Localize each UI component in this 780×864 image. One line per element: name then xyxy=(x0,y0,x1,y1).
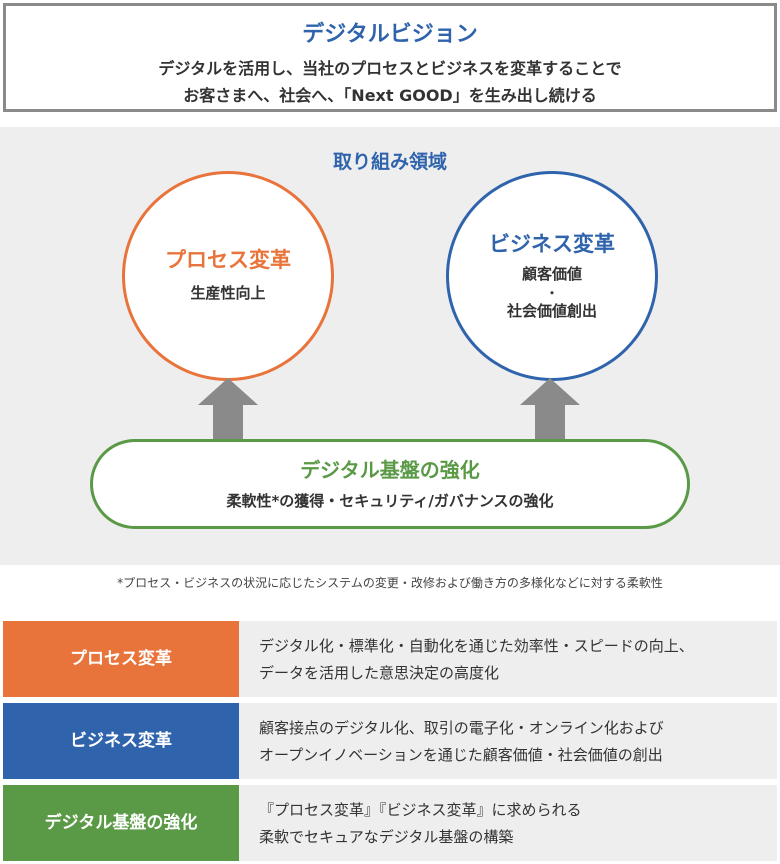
row-description-line-1: 『プロセス変革』『ビジネス変革』に求められる xyxy=(259,801,582,819)
vision-title: デジタルビジョン xyxy=(302,22,478,47)
business-circle-dot: ・ xyxy=(545,286,558,300)
footnote: *プロセス・ビジネスの状況に応じたシステムの変更・改修および働き方の多様化などに… xyxy=(117,576,663,590)
row-label: ビジネス変革 xyxy=(3,703,239,779)
up-arrow-icon xyxy=(198,378,258,443)
table-row: デジタル基盤の強化 『プロセス変革』『ビジネス変革』に求められる 柔軟でセキュア… xyxy=(3,785,777,861)
row-description: デジタル化・標準化・自動化を通じた効率性・スピードの向上、 データを活用した意思… xyxy=(239,621,777,697)
process-transformation-circle: プロセス変革 生産性向上 xyxy=(122,171,334,381)
up-arrow-icon xyxy=(520,378,580,443)
row-description-line-2: 柔軟でセキュアなデジタル基盤の構築 xyxy=(259,828,514,846)
row-label: デジタル基盤の強化 xyxy=(3,785,239,861)
business-circle-title: ビジネス変革 xyxy=(489,232,615,256)
row-description-line-2: オープンイノベーションを通じた顧客価値・社会価値の創出 xyxy=(259,746,663,764)
row-description-line-1: 顧客接点のデジタル化、取引の電子化・オンライン化および xyxy=(259,719,664,737)
process-circle-subtitle: 生産性向上 xyxy=(190,284,266,302)
business-circle-subtitle-1: 顧客価値 xyxy=(521,265,582,283)
vision-statement-line-1: デジタルを活用し、当社のプロセスとビジネスを変革することで xyxy=(158,59,622,78)
focus-areas-panel: 取り組み領域 プロセス変革 生産性向上 ビジネス変革 顧客価値 ・ 社会価値創出… xyxy=(0,127,780,565)
business-circle-subtitle-2: 社会価値創出 xyxy=(506,302,597,320)
digital-foundation-box: デジタル基盤の強化 柔軟性*の獲得・セキュリティ/ガバナンスの強化 xyxy=(90,439,690,529)
row-description: 顧客接点のデジタル化、取引の電子化・オンライン化および オープンイノベーションを… xyxy=(239,703,777,779)
table-row: ビジネス変革 顧客接点のデジタル化、取引の電子化・オンライン化および オープンイ… xyxy=(3,703,777,779)
focus-areas-title: 取り組み領域 xyxy=(332,151,447,173)
row-description-line-1: デジタル化・標準化・自動化を通じた効率性・スピードの向上、 xyxy=(259,637,694,655)
foundation-subtitle: 柔軟性*の獲得・セキュリティ/ガバナンスの強化 xyxy=(226,492,554,510)
row-description-line-2: データを活用した意思決定の高度化 xyxy=(259,664,500,682)
row-label: プロセス変革 xyxy=(3,621,239,697)
vision-box: デジタルビジョン デジタルを活用し、当社のプロセスとビジネスを変革することで お… xyxy=(3,3,777,112)
vision-statement-line-2: お客さまへ、社会へ、「Next GOOD」を生み出し続ける xyxy=(183,86,597,105)
business-transformation-circle: ビジネス変革 顧客価値 ・ 社会価値創出 xyxy=(446,171,658,381)
table-row: プロセス変革 デジタル化・標準化・自動化を通じた効率性・スピードの向上、 データ… xyxy=(3,621,777,697)
process-circle-title: プロセス変革 xyxy=(165,248,291,272)
row-description: 『プロセス変革』『ビジネス変革』に求められる 柔軟でセキュアなデジタル基盤の構築 xyxy=(239,785,777,861)
foundation-title: デジタル基盤の強化 xyxy=(300,458,480,482)
